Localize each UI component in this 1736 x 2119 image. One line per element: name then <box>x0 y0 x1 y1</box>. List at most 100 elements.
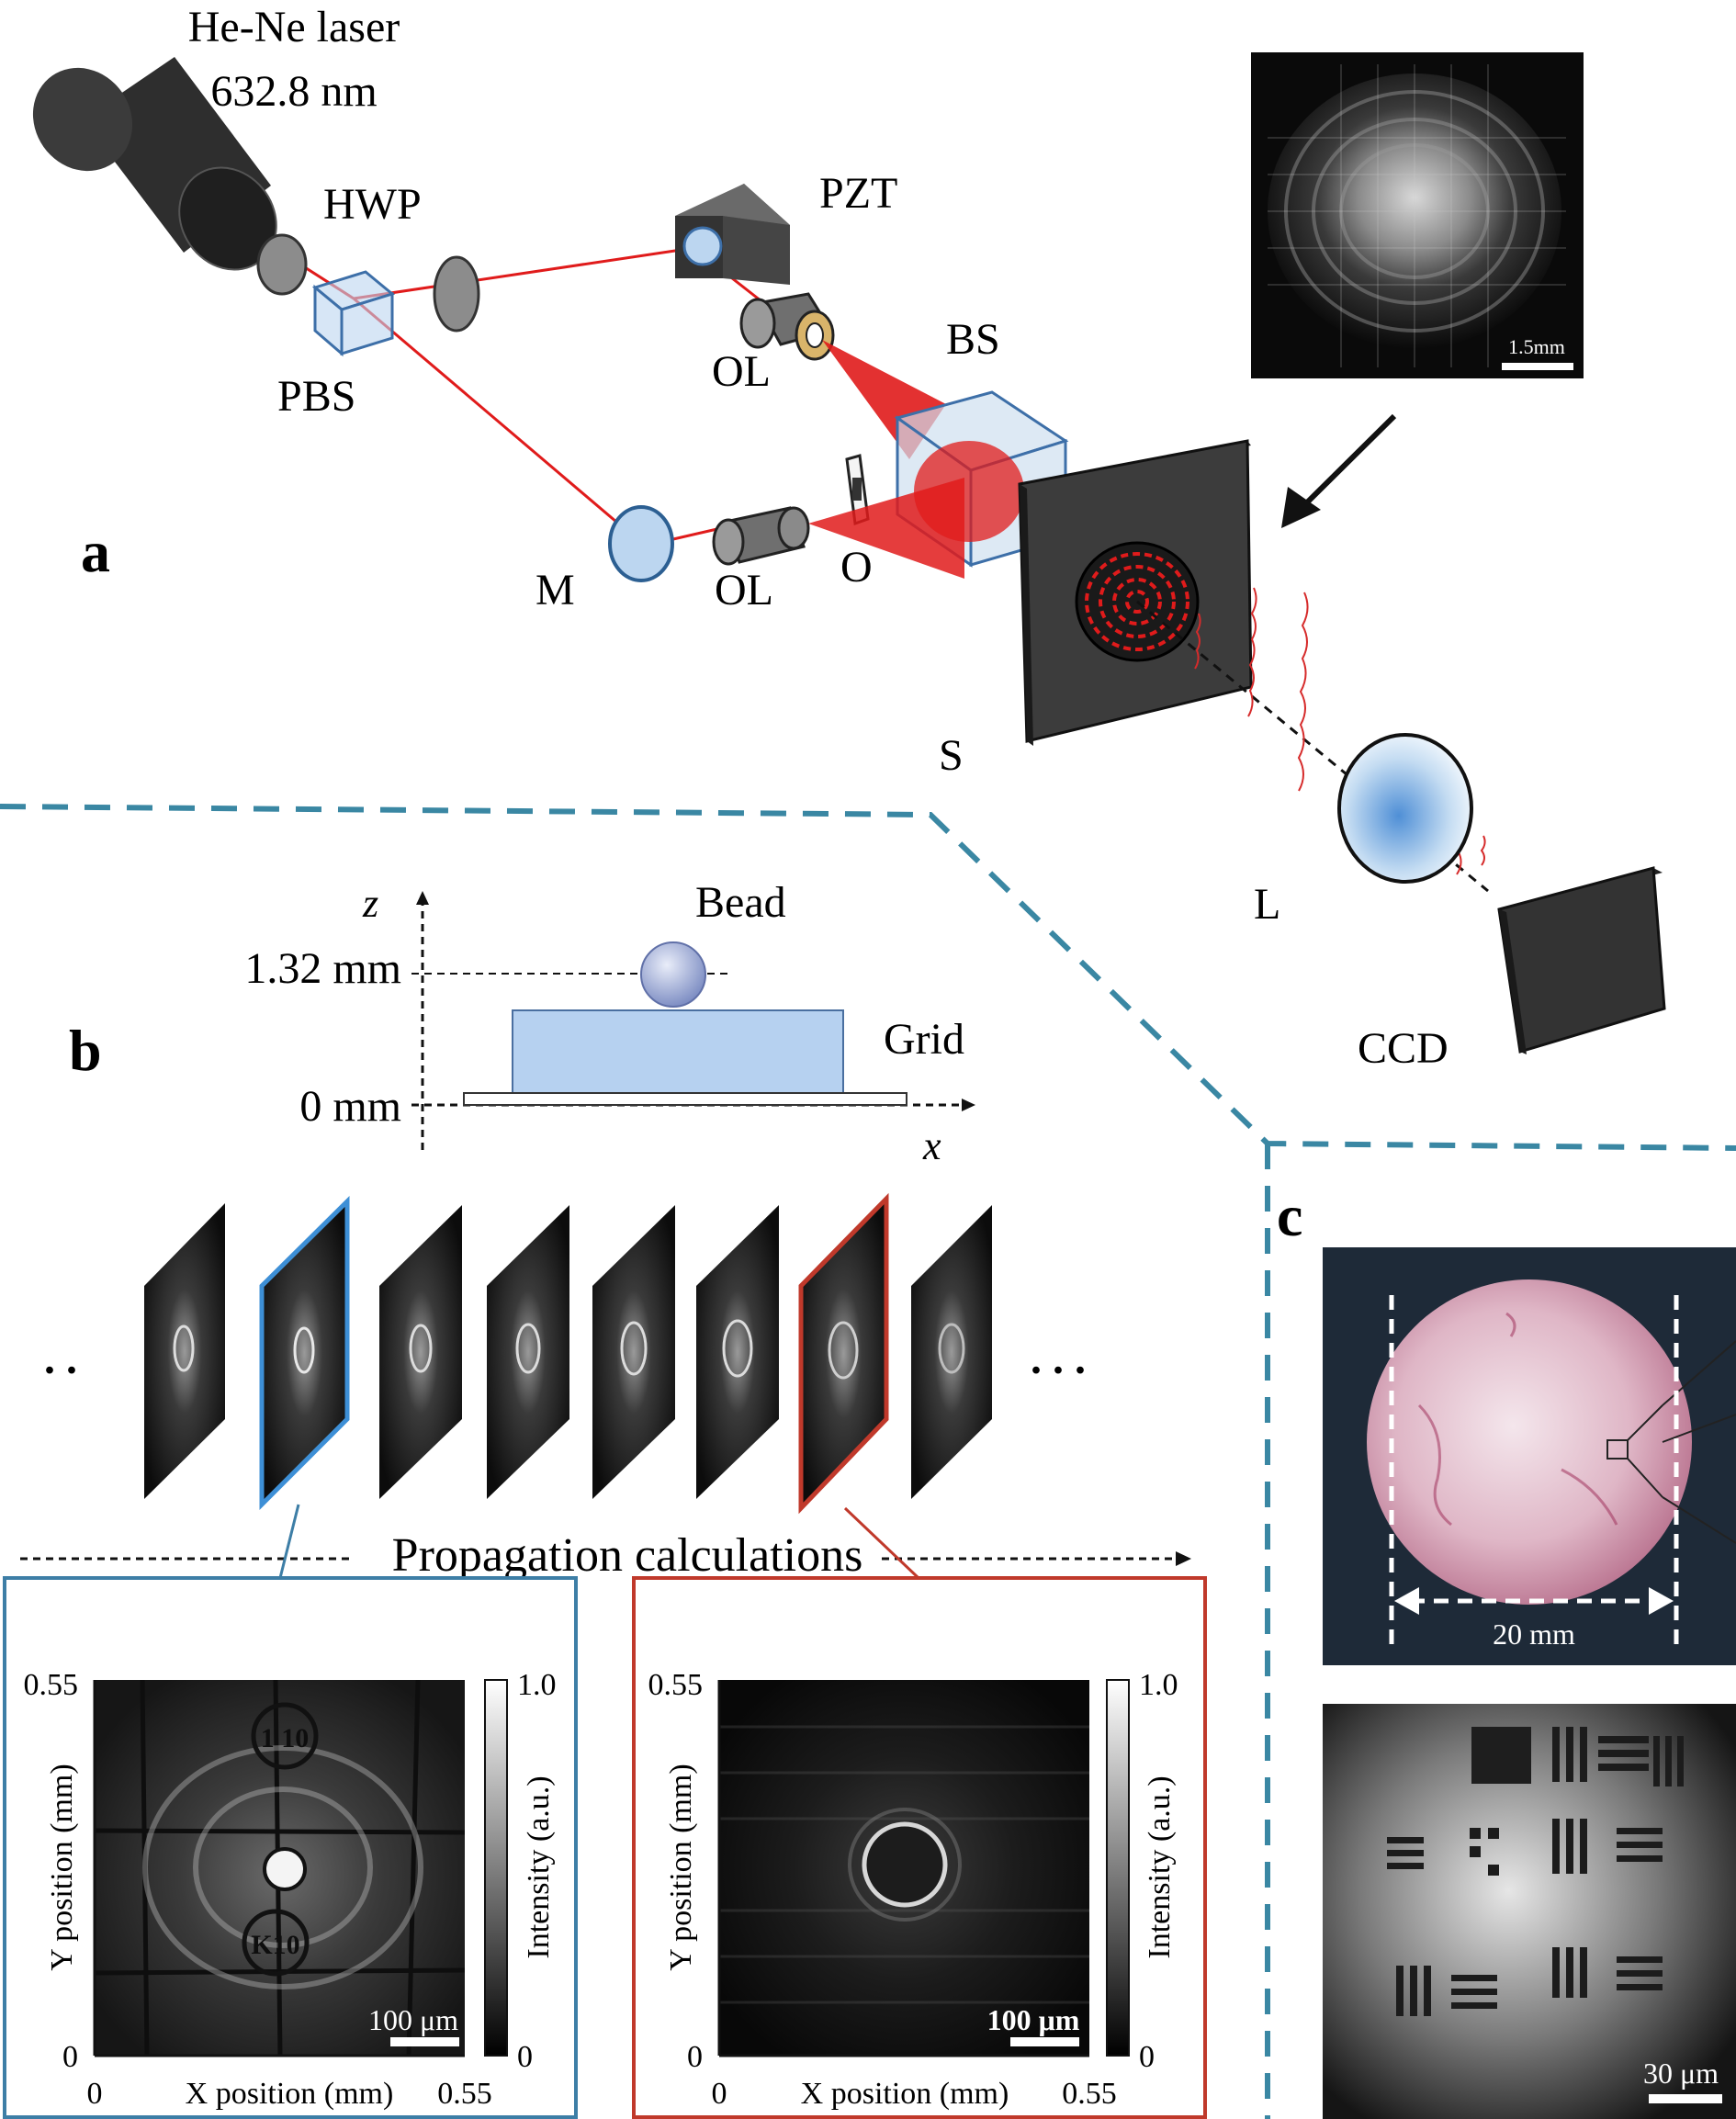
frame-5 <box>592 1205 675 1499</box>
plot-red-ylabel: Y position (mm) <box>664 1764 698 1970</box>
grid-label: Grid <box>884 1015 964 1064</box>
hwp-label: HWP <box>323 180 422 229</box>
propagation-arrowhead <box>1176 1551 1191 1566</box>
frame-1 <box>144 1203 225 1499</box>
bs-label: BS <box>946 315 1000 364</box>
panel-b: b z x 1.32 mm 0 mm Bead Grid . . . . . <box>3 878 1207 2119</box>
hologram-scale-bar <box>1649 2094 1722 2103</box>
frame-3 <box>379 1205 462 1499</box>
height-zero-label: 0 mm <box>299 1082 401 1131</box>
plot-blue-mark-top-text: 1 10 <box>261 1723 310 1753</box>
reconstruction-stack: . . . . . <box>44 1192 1086 1515</box>
plot-red-fringes <box>719 1725 1089 2004</box>
laser-name-label: He-Ne laser <box>188 3 400 51</box>
plot-blue-scale-label: 100 μm <box>368 2003 458 2036</box>
inset-arrowhead <box>1281 487 1321 528</box>
lens-l <box>1337 733 1473 884</box>
plot-blue-cbar-bottom: 0 <box>517 2040 533 2074</box>
plot-red-colorbar <box>1106 1679 1130 2057</box>
plot-red-bead <box>862 1821 948 1908</box>
substrate <box>463 1092 907 1106</box>
bead-sphere <box>640 941 706 1008</box>
panel-dividers <box>0 804 1736 2119</box>
plot-red-cbar-bottom: 0 <box>1139 2040 1155 2074</box>
plot-red-cbar-label: Intensity (a.u.) <box>1143 1775 1177 1958</box>
x-axis-label: x <box>922 1123 941 1168</box>
plot-blue-xtick-left: 0 <box>87 2077 103 2111</box>
plot-blue-mark-bottom-text: K10 <box>251 1930 299 1960</box>
plot-blue-cbar-label: Intensity (a.u.) <box>522 1775 556 1958</box>
objective-lens-bottom <box>712 506 810 566</box>
ellipsis-left: . . <box>44 1335 77 1383</box>
plot-blue-colorbar <box>484 1679 508 2057</box>
inset-scale-bar <box>1502 363 1573 370</box>
plot-red-ytick-bottom: 0 <box>687 2040 703 2074</box>
bead-label: Bead <box>695 878 786 927</box>
frame-4 <box>487 1205 569 1499</box>
l-label: L <box>1254 880 1280 929</box>
ccd-label: CCD <box>1358 1024 1449 1073</box>
pbs-cube <box>311 270 396 357</box>
mirror-optic <box>608 505 674 582</box>
plot-blue-cbar-top: 1.0 <box>517 1668 557 1702</box>
z-axis-label: z <box>362 881 378 926</box>
panel-a-label: a <box>81 519 110 584</box>
photo-scale-label: 20 mm <box>1493 1617 1575 1651</box>
inset-scale-label: 1.5mm <box>1508 335 1565 358</box>
frame-2-highlighted <box>259 1196 350 1511</box>
plot-blue-mark-bottom <box>242 1909 310 1977</box>
screen-s <box>1018 439 1253 746</box>
plot-red-xlabel: X position (mm) <box>801 2077 1009 2111</box>
plot-blue-ytick-top: 0.55 <box>24 1668 79 1702</box>
beam-cone-bottom <box>808 478 964 579</box>
plot-blue-scale-bar <box>390 2037 459 2046</box>
plot-blue-bright-spot <box>263 1847 307 1891</box>
hwp-optic <box>256 233 308 296</box>
ellipsis-right: . . . <box>1031 1335 1086 1383</box>
usaf-hologram: 30 μm <box>1323 1704 1736 2119</box>
panel-a: a He-Ne laser 632.8 nm HWP PBS <box>32 3 1666 1073</box>
plot-blue-xlabel: X position (mm) <box>186 2077 394 2111</box>
o-label: O <box>840 543 873 592</box>
grid-block <box>512 1009 844 1094</box>
s-label: S <box>939 731 964 780</box>
frame-6 <box>696 1205 779 1499</box>
hologram-scale-label: 30 μm <box>1643 2057 1719 2090</box>
height-top-label: 1.32 mm <box>244 944 401 993</box>
objective-lens-top <box>739 292 835 361</box>
plot-red-scale-label: 100 μm <box>987 2003 1080 2036</box>
plot-blue-mark-top <box>251 1702 319 1770</box>
connector-red <box>843 1506 920 1580</box>
panel-c-label: c <box>1277 1183 1302 1248</box>
m-label: M <box>535 566 575 614</box>
lens-optic <box>433 255 480 333</box>
plot-blue-ylabel: Y position (mm) <box>45 1764 79 1970</box>
laser-wavelength-label: 632.8 nm <box>210 67 377 116</box>
height-schematic: z x 1.32 mm 0 mm Bead Grid <box>244 878 975 1168</box>
inset-arrow <box>1297 413 1397 513</box>
pzt-label: PZT <box>819 169 897 218</box>
ccd-camera <box>1497 866 1666 1054</box>
connector-blue <box>278 1504 300 1579</box>
plot-red-ytick-top: 0.55 <box>648 1668 704 1702</box>
tissue-photo: 20 mm <box>1323 1247 1736 1665</box>
plot-red-cbar-top: 1.0 <box>1139 1668 1178 1702</box>
pbs-label: PBS <box>277 372 355 421</box>
plot-blue-ytick-bottom: 0 <box>62 2040 78 2074</box>
inset-speckle-image: 1.5mm <box>1251 52 1584 378</box>
ol-top-label: OL <box>712 347 771 396</box>
panel-c: c 20 mm <box>1277 1183 1736 2119</box>
plot-red-xtick-right: 0.55 <box>1062 2077 1117 2111</box>
plot-blue-rings <box>142 1745 423 1989</box>
propagation-label: Propagation calculations <box>392 1529 863 1582</box>
frame-7-highlighted <box>798 1192 889 1515</box>
plot-blue: 1 10 K10 0.55 0 0 0.55 X position (mm) Y… <box>3 1576 578 2119</box>
pzt-stage <box>675 184 790 285</box>
plot-red-bead-ring <box>848 1808 962 1922</box>
plot-blue-xtick-right: 0.55 <box>437 2077 492 2111</box>
plot-red-xtick-left: 0 <box>712 2077 727 2111</box>
panel-b-label: b <box>69 1018 102 1083</box>
frame-8 <box>911 1205 992 1499</box>
plot-red: 0.55 0 0 0.55 X position (mm) Y position… <box>632 1576 1207 2119</box>
